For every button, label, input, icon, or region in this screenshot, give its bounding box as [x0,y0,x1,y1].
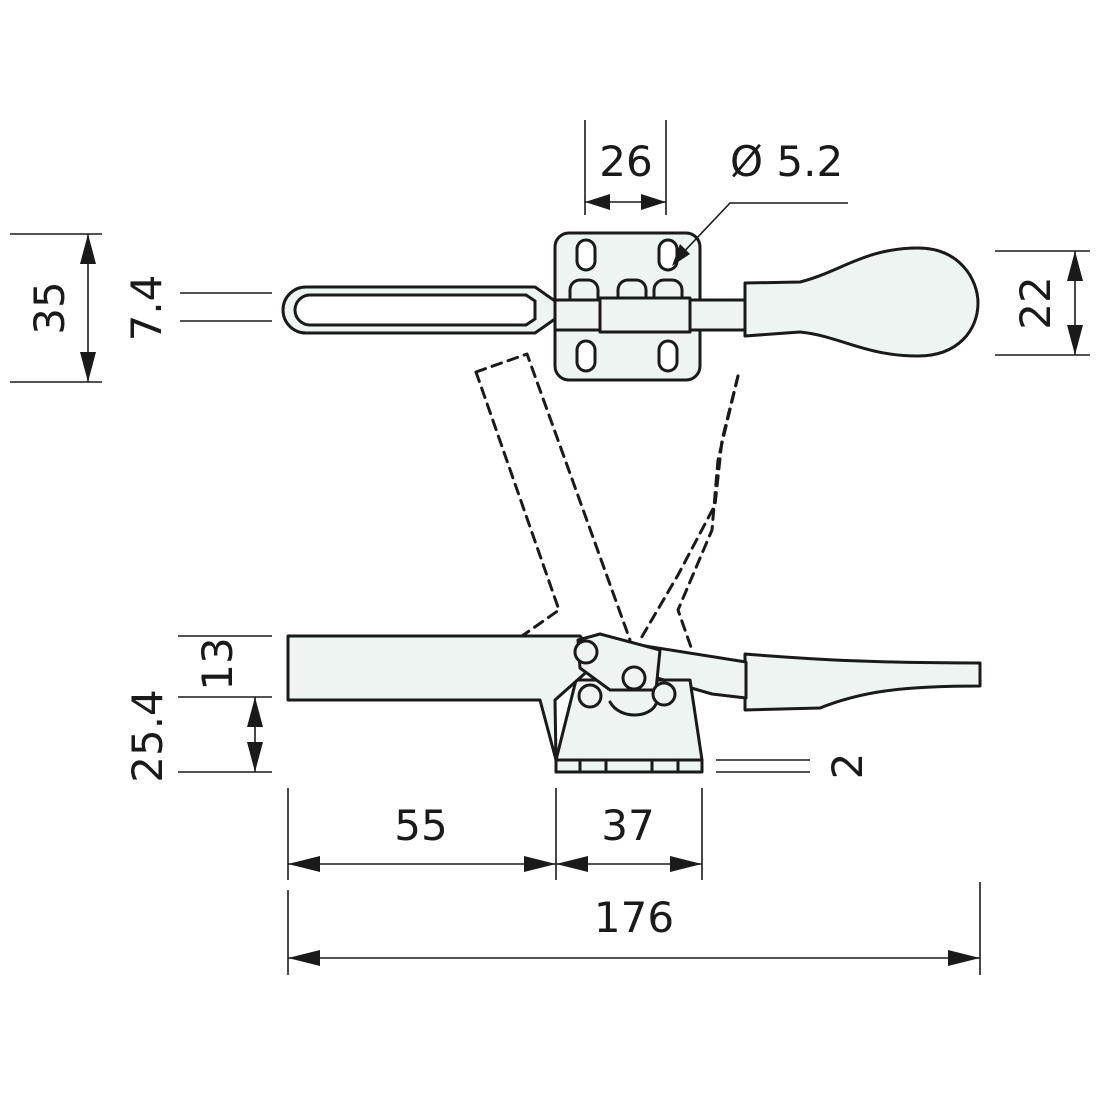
dim-55-label: 55 [394,801,447,850]
base-bracket-side [554,678,704,762]
dimension-lines [10,120,1090,975]
mount-slot [575,238,597,272]
dim-37-label: 37 [601,801,654,850]
dim-35-label: 35 [25,281,74,334]
clamp-arm-side [286,634,602,762]
mount-slot [657,238,679,272]
dim-25-4-label: 25.4 [123,689,172,783]
dimension-labels: 26 Ø 5.2 35 7.4 22 13 25.4 2 55 37 176 [25,137,1060,942]
side-view [286,632,982,774]
top-view [281,231,980,382]
dim-26-label: 26 [599,137,652,186]
pivot-pin-side [573,639,599,665]
dim-176-label: 176 [594,893,674,942]
pivot-pin-side [621,665,647,691]
dim-2-label: 2 [823,753,872,780]
dim-13-label: 13 [193,637,242,690]
handle-knob-top [743,246,980,358]
dim-22-label: 22 [1011,276,1060,329]
linkage-plate-top [598,296,692,334]
mount-slot [657,339,679,373]
dim-7-4-label: 7.4 [122,275,171,342]
dim-hole-diameter-label: Ø 5.2 [730,137,843,186]
mount-slot [575,339,597,373]
pivot-pin-side [577,683,603,709]
handle-grip-side [743,652,982,712]
open-position-outline [474,352,740,652]
clamp-arm-loop-inner [293,293,537,327]
base-foot-side [554,758,704,774]
pivot-pin-side [651,681,677,707]
